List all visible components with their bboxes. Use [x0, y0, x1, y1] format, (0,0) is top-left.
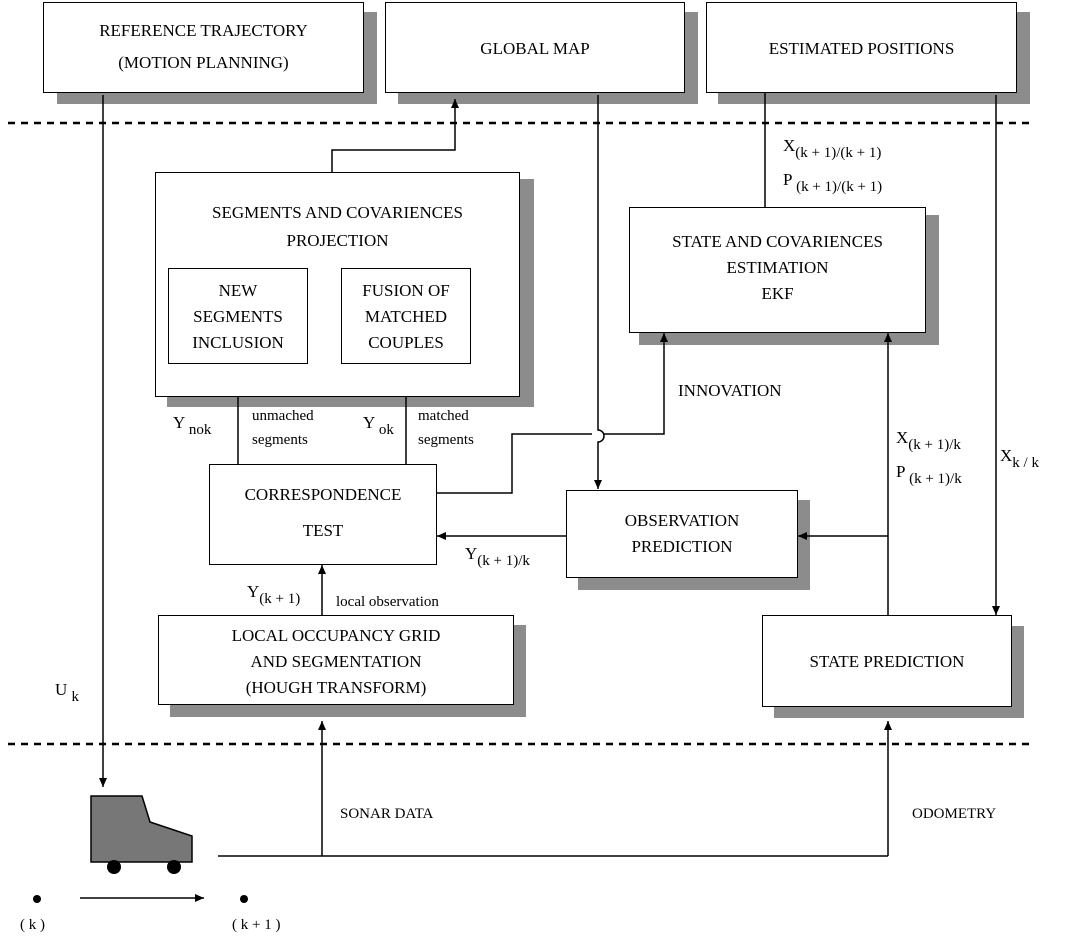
- new-segments-box: NEW SEGMENTS INCLUSION: [168, 268, 308, 364]
- time-point-k1: [240, 895, 248, 903]
- time-k-label: ( k ): [20, 917, 45, 933]
- global-map-box: GLOBAL MAP: [385, 2, 685, 93]
- y-k1-k-sub: (k + 1)/k: [477, 553, 530, 569]
- innovation-arrow: [437, 433, 592, 494]
- state-prediction-label: STATE PREDICTION: [809, 652, 965, 671]
- y-k1-k-label: Y(k + 1)/k: [465, 544, 530, 569]
- new-segments-line-1: NEW: [218, 281, 258, 300]
- p-k1-k-main: P: [896, 462, 905, 481]
- p-k1-k-sub: (k + 1)/k: [909, 471, 962, 487]
- x-k1-k-label: X(k + 1)/k: [896, 428, 961, 453]
- fusion-line-1: FUSION OF: [362, 281, 450, 300]
- observation-prediction-line-2: PREDICTION: [631, 537, 733, 556]
- estimated-positions-box: ESTIMATED POSITIONS: [706, 2, 1017, 93]
- innovation-label: INNOVATION: [678, 381, 782, 400]
- correspondence-line-1: CORRESPONDENCE: [244, 485, 402, 504]
- new-segments-line-3: INCLUSION: [192, 333, 284, 352]
- time-point-k: [33, 895, 41, 903]
- state-estimation-line-3: EKF: [761, 284, 794, 303]
- sonar-data-label: SONAR DATA: [340, 806, 434, 822]
- time-k1-label: ( k + 1 ): [232, 917, 281, 933]
- state-prediction-box: STATE PREDICTION: [762, 615, 1012, 707]
- local-grid-line-3: (HOUGH TRANSFORM): [245, 678, 427, 697]
- x-k-k-label: Xk / k: [1000, 446, 1039, 471]
- reference-trajectory-line-2: (MOTION PLANNING): [118, 53, 289, 72]
- p-k1-k-label: P (k + 1)/k: [896, 462, 962, 487]
- unmached-label-2: segments: [252, 432, 308, 448]
- state-estimation-box: STATE AND COVARIENCES ESTIMATION EKF: [629, 207, 926, 333]
- y-ok-main: Y: [363, 413, 375, 432]
- p-k1-k1-sub: (k + 1)/(k + 1): [796, 179, 883, 195]
- segments-projection-line-1: SEGMENTS AND COVARIENCES: [212, 203, 463, 222]
- robot-icon: [90, 795, 193, 874]
- local-observation-label: local observation: [336, 594, 439, 610]
- u-k-sub: k: [71, 689, 80, 705]
- p-k1-k1-main: P: [783, 170, 792, 189]
- fusion-line-3: COUPLES: [368, 333, 444, 352]
- innovation-arrow-2: [604, 333, 668, 435]
- y-k1-sub: (k + 1): [259, 591, 301, 607]
- local-grid-box: LOCAL OCCUPANCY GRID AND SEGMENTATION (H…: [158, 615, 514, 705]
- y-ok-label: Y ok: [363, 413, 394, 438]
- reference-trajectory-box: REFERENCE TRAJECTORY (MOTION PLANNING): [43, 2, 364, 93]
- observation-prediction-box: OBSERVATION PREDICTION: [566, 490, 798, 578]
- state-estimation-line-1: STATE AND COVARIENCES: [672, 232, 883, 251]
- correspondence-line-2: TEST: [302, 521, 344, 540]
- observation-prediction-line-1: OBSERVATION: [624, 511, 740, 530]
- fusion-line-2: MATCHED: [364, 307, 448, 326]
- x-k1-k-sub: (k + 1)/k: [908, 437, 961, 453]
- y-ok-sub: ok: [378, 422, 394, 438]
- y-k1-label: Y(k + 1): [247, 582, 300, 607]
- map-update-arrow: [331, 99, 459, 172]
- x-k-k-sub: k / k: [1012, 455, 1039, 471]
- local-grid-line-1: LOCAL OCCUPANCY GRID: [231, 626, 441, 645]
- matched-label-2: segments: [418, 432, 474, 448]
- x-k1-k-main: X: [896, 428, 909, 447]
- x-k1-k1-main: X: [783, 136, 796, 155]
- y-nok-sub: nok: [188, 422, 212, 438]
- global-map-arrow: [594, 95, 605, 489]
- y-nok-main: Y: [173, 413, 185, 432]
- y-k1-main: Y: [247, 582, 260, 601]
- unmached-label-1: unmached: [252, 408, 314, 424]
- x-k-k-main: X: [1000, 446, 1013, 465]
- odometry-label: ODOMETRY: [912, 806, 997, 822]
- local-grid-line-2: AND SEGMENTATION: [250, 652, 422, 671]
- new-segments-line-2: SEGMENTS: [193, 307, 283, 326]
- u-k-main: U: [55, 680, 68, 699]
- u-k-label: U k: [55, 680, 79, 705]
- state-estimation-line-2: ESTIMATION: [726, 258, 829, 277]
- p-k1-k1-label: P (k + 1)/(k + 1): [783, 170, 882, 195]
- x-k1-k1-sub: (k + 1)/(k + 1): [795, 145, 882, 161]
- x-k1-k1-label: X(k + 1)/(k + 1): [783, 136, 881, 161]
- fusion-box: FUSION OF MATCHED COUPLES: [341, 268, 471, 364]
- y-k1-k-main: Y: [465, 544, 478, 563]
- global-map-label: GLOBAL MAP: [480, 39, 590, 58]
- segments-projection-line-2: PROJECTION: [286, 231, 389, 250]
- y-nok-label: Y nok: [173, 413, 211, 438]
- estimated-positions-label: ESTIMATED POSITIONS: [768, 39, 955, 58]
- reference-trajectory-line-1: REFERENCE TRAJECTORY: [99, 21, 308, 40]
- correspondence-box: CORRESPONDENCE TEST: [209, 464, 437, 565]
- matched-label-1: matched: [418, 408, 469, 424]
